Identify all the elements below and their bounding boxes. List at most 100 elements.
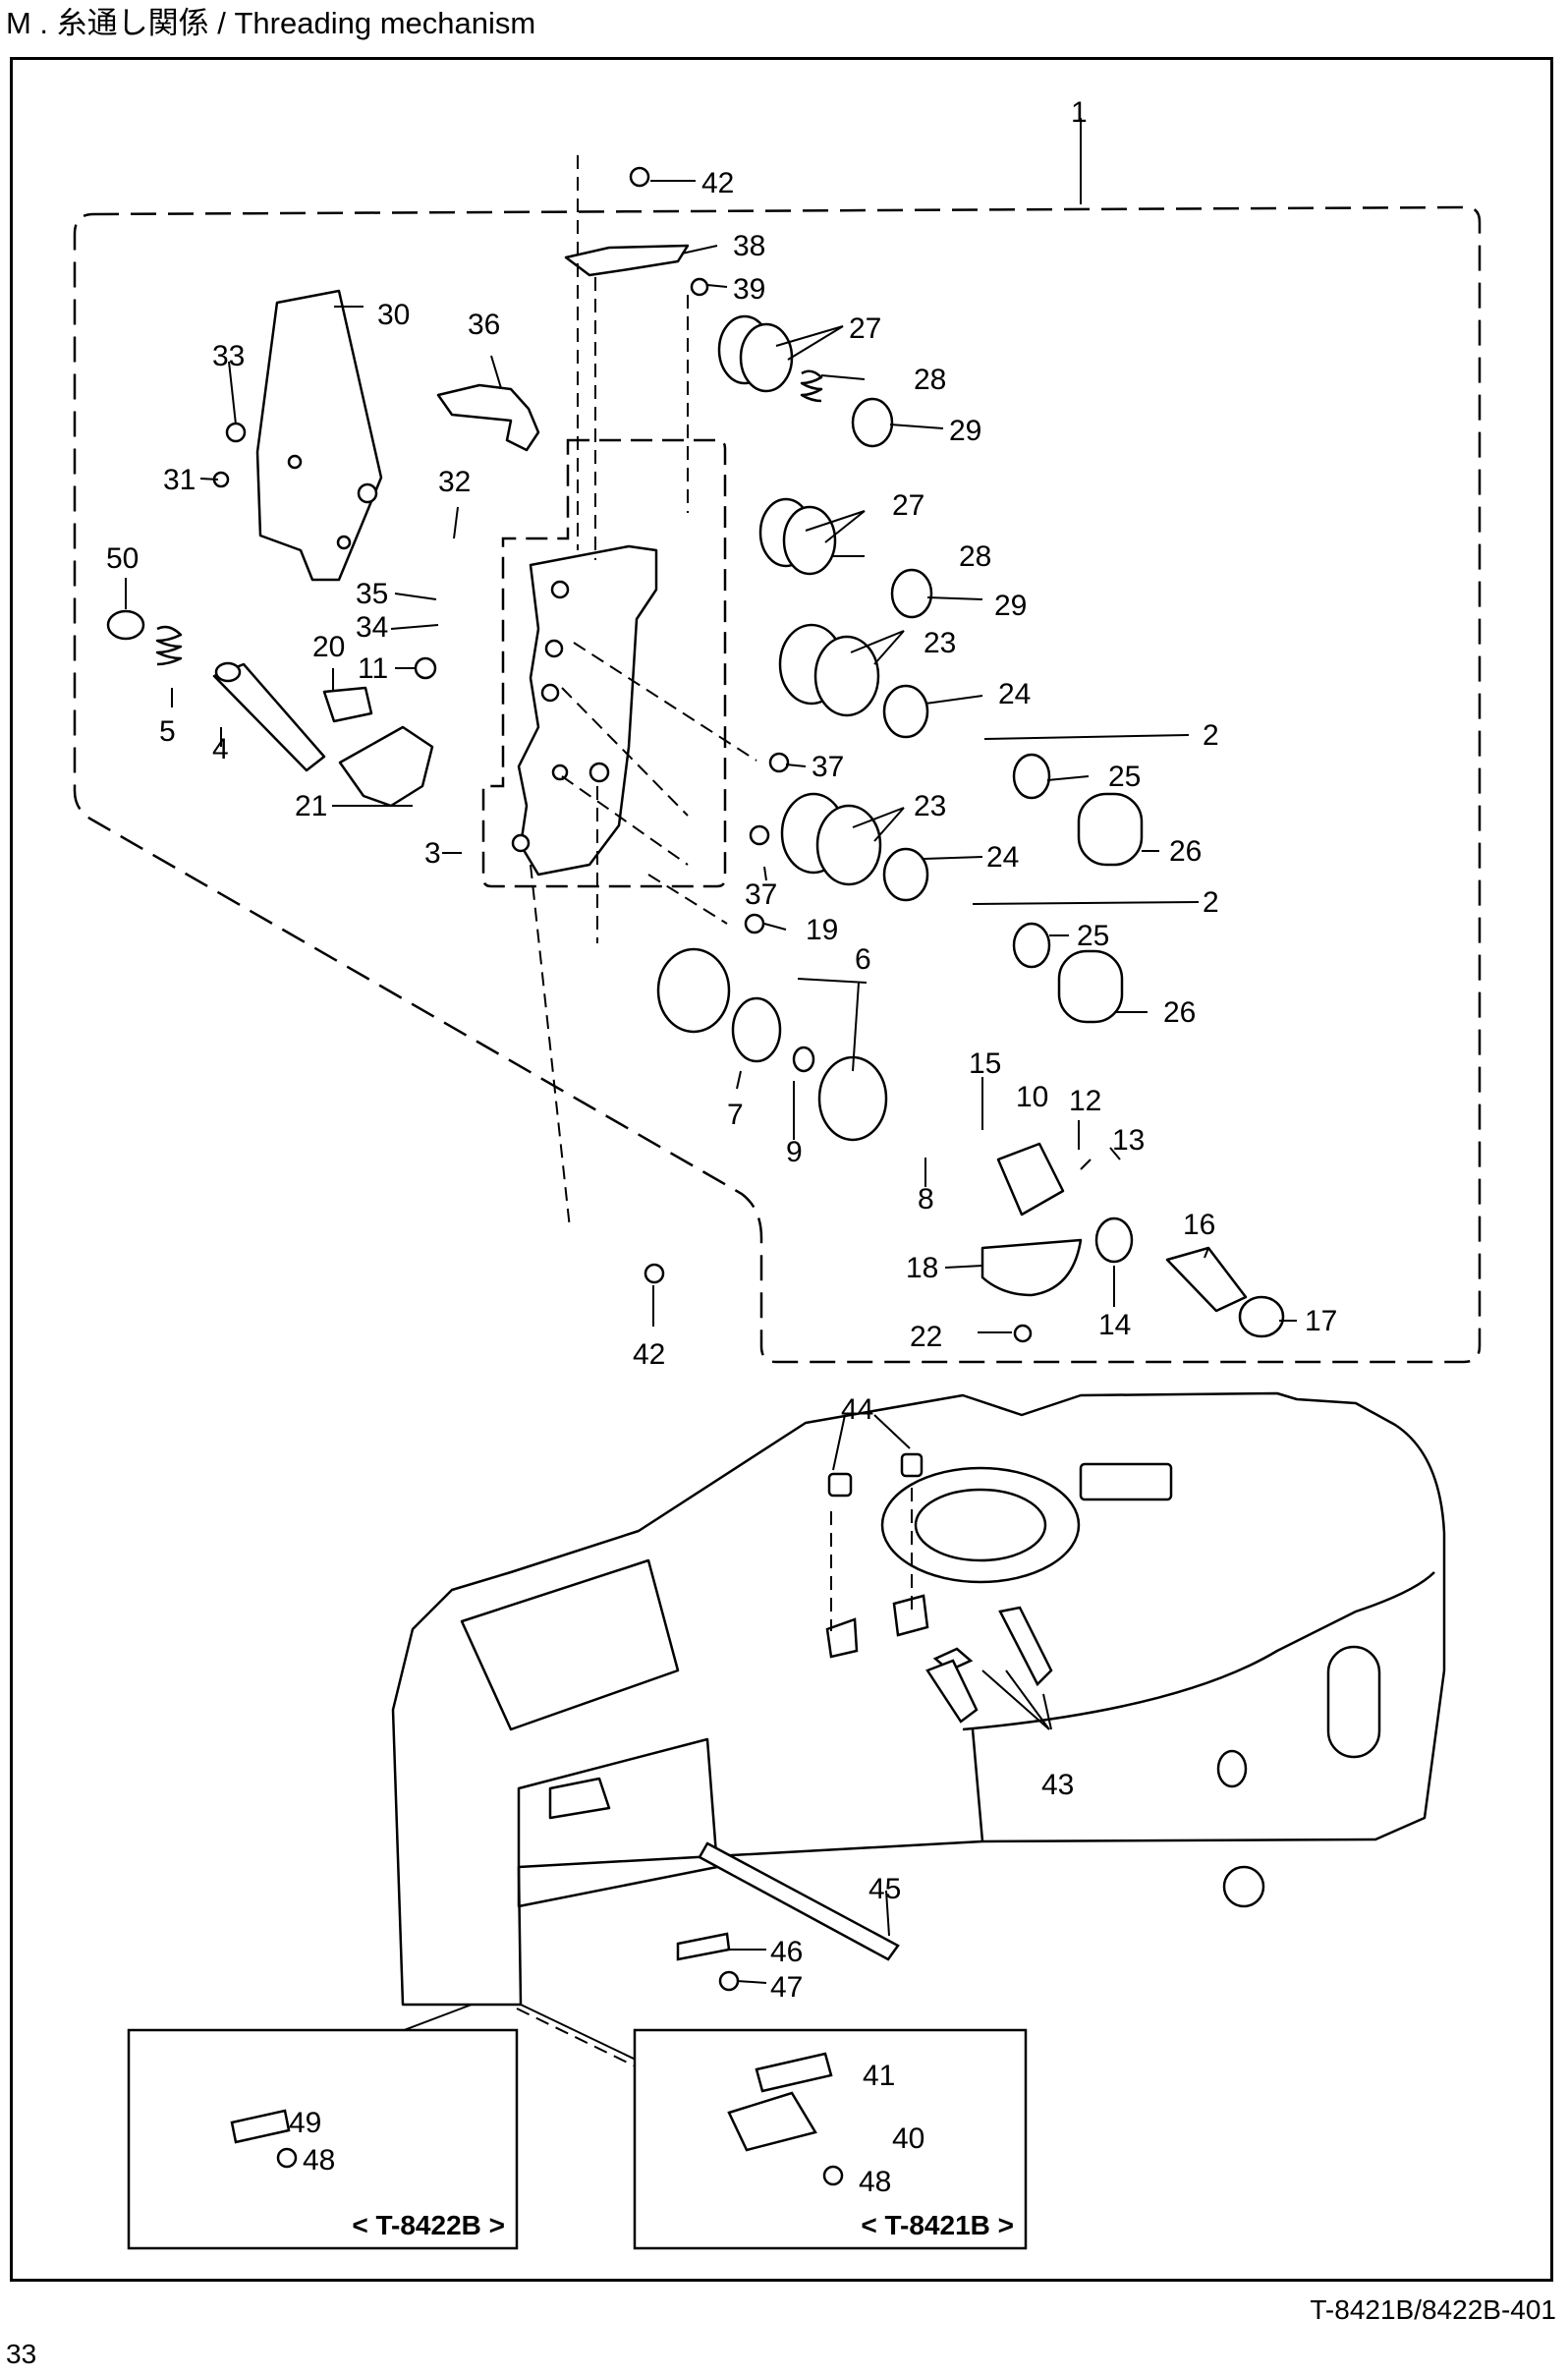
callout: 44 (841, 1393, 873, 1426)
part-knurled-knob (1077, 792, 1144, 867)
callout: 27 (892, 489, 924, 522)
part-thread-cover (980, 1238, 1083, 1297)
callout: 36 (468, 309, 500, 341)
callout: 24 (998, 678, 1031, 710)
part-sleeve (1165, 1246, 1248, 1313)
callout: 9 (786, 1136, 803, 1168)
callout: 16 (1183, 1209, 1215, 1241)
callout: 32 (438, 466, 471, 498)
callout: 41 (863, 2060, 895, 2092)
callout: 24 (986, 841, 1019, 874)
callout: 18 (906, 1252, 938, 1284)
callout: 28 (914, 364, 946, 396)
callout: 21 (295, 790, 327, 822)
part-block-41 (755, 2052, 833, 2093)
page-number: 33 (6, 2339, 37, 2369)
callout: 14 (1098, 1309, 1131, 1341)
inset-labels: < T-8422B > < T-8421B > (352, 2210, 1014, 2240)
part-bracket (436, 383, 540, 452)
part-pulley (656, 947, 731, 1034)
callout: 19 (806, 914, 838, 946)
callout: 38 (733, 230, 765, 262)
callout: 25 (1077, 920, 1109, 952)
callout: 43 (1041, 1769, 1074, 1801)
callout: 15 (969, 1047, 1001, 1080)
inset-box-t8422b (127, 2028, 519, 2250)
callout: 31 (163, 464, 196, 496)
callout: 12 (1069, 1085, 1101, 1117)
callout: 50 (106, 542, 139, 575)
callout: 49 (289, 2107, 321, 2139)
callout: 48 (859, 2166, 891, 2198)
callout: 2 (1203, 886, 1219, 919)
callout: 23 (924, 627, 956, 659)
assembly-boundary (73, 205, 1482, 1364)
callout: 42 (633, 1338, 665, 1371)
inset-box-t8421b (633, 2028, 1028, 2250)
callout: 48 (303, 2144, 335, 2177)
callout: 29 (949, 415, 981, 447)
callout: 8 (918, 1183, 934, 1216)
part-guide-plate (676, 1932, 731, 1961)
callout: 29 (994, 590, 1027, 622)
callout: 26 (1163, 996, 1196, 1029)
callout: 4 (212, 733, 229, 765)
model-code: T-8421B/8422B-401 (1310, 2294, 1556, 2325)
part-holder-40 (727, 2091, 817, 2152)
callout: 6 (855, 943, 871, 976)
callout-numbers: 1 42 38 39 27 28 29 30 36 33 31 32 27 28… (106, 96, 1337, 2198)
alignment-lines (516, 155, 913, 2131)
callout: 23 (914, 790, 946, 822)
diagram-frame (10, 57, 1553, 2282)
callout: 3 (424, 837, 441, 870)
callout: 17 (1305, 1305, 1337, 1337)
part-lever-small (322, 686, 373, 723)
arm-parts (676, 1452, 1053, 1992)
part-nut (106, 609, 145, 641)
callout: 37 (745, 878, 777, 911)
callout: 5 (159, 715, 176, 748)
callout: 2 (1203, 719, 1219, 752)
callout: 1 (1071, 96, 1088, 129)
part-lever (338, 725, 434, 808)
exploded-parts (106, 166, 1285, 1343)
inset-label-t8422b: < T-8422B > (352, 2210, 505, 2240)
part-guide-49 (230, 2109, 291, 2144)
callout: 34 (356, 611, 388, 644)
callout: 20 (312, 631, 345, 663)
callout: 35 (356, 578, 388, 610)
arm-side-window (1326, 1645, 1381, 1759)
callout: 27 (849, 312, 881, 345)
arm-top-opening (880, 1466, 1081, 1584)
part-spring (155, 625, 183, 666)
callout: 47 (770, 1971, 803, 2004)
part-rod (698, 1841, 900, 1961)
callout: 11 (358, 652, 388, 685)
callout: 30 (377, 299, 410, 331)
callout: 42 (701, 167, 734, 199)
callout: 28 (959, 540, 991, 573)
callout: 39 (733, 273, 765, 306)
arm-outline (391, 1391, 1446, 2007)
part-collar (996, 1142, 1065, 1216)
callout: 7 (727, 1099, 744, 1131)
machine-arm (391, 1391, 1446, 2007)
part-hook-guide (998, 1606, 1053, 1687)
callout: 10 (1016, 1081, 1048, 1113)
callout: 45 (868, 1873, 901, 1905)
callout: 33 (212, 340, 245, 372)
callout: 13 (1112, 1124, 1145, 1157)
callout: 46 (770, 1936, 803, 1968)
page-title: M . 糸通し関係 / Threading mechanism (6, 6, 536, 40)
part-tension-nut (851, 397, 894, 448)
arm-front-plate (517, 1737, 719, 1908)
callout: 26 (1169, 835, 1202, 868)
plate-subassembly-boundary (481, 438, 727, 888)
inset-parts (230, 2052, 844, 2186)
inset-label-t8421b: < T-8421B > (861, 2210, 1014, 2240)
callout: 25 (1108, 761, 1141, 793)
callout: 37 (812, 751, 844, 783)
callout: 40 (892, 2122, 924, 2155)
part-thread-guide (564, 244, 690, 277)
